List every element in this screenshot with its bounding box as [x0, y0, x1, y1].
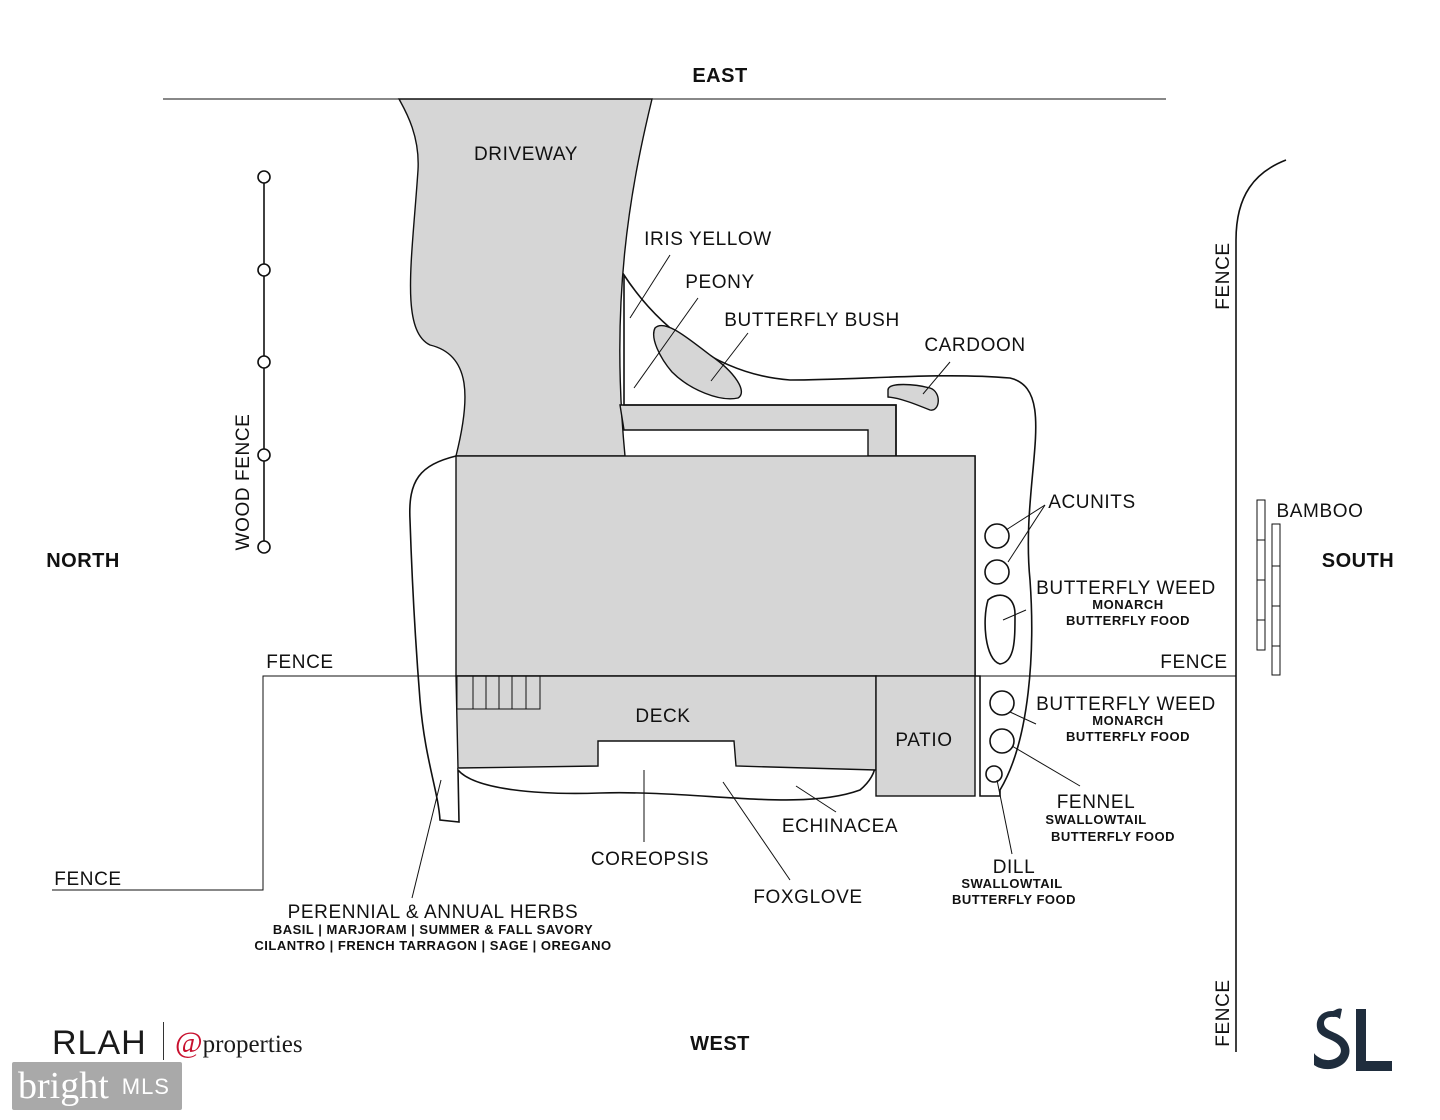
label-fence-right: FENCE: [1160, 652, 1227, 673]
patio-shape: [875, 675, 976, 797]
label-butterfly-bush: BUTTERFLY BUSH: [724, 310, 900, 331]
direction-north: NORTH: [46, 550, 120, 572]
label-patio: PATIO: [895, 730, 952, 751]
label-fence-bottom-left: FENCE: [54, 869, 121, 890]
rlah-logo: RLAH: [52, 1024, 147, 1062]
acunit-circle-1: [984, 523, 1010, 549]
at-symbol: @: [175, 1026, 203, 1059]
label-butterfly-weed-1: BUTTERFLY WEED: [1036, 578, 1216, 599]
label-foxglove: FOXGLOVE: [753, 887, 862, 908]
direction-south: SOUTH: [1322, 550, 1395, 572]
leader-lines: [411, 254, 1081, 899]
fennel-circle: [989, 728, 1015, 754]
label-fennel-sub2: BUTTERFLY FOOD: [1051, 829, 1175, 844]
sl-lion-logo-icon: [1314, 1008, 1392, 1071]
bamboo-icon: [1256, 499, 1281, 676]
peony-shape: [653, 324, 743, 400]
logo-divider: [163, 1022, 164, 1060]
label-fennel: FENNEL: [1057, 792, 1136, 813]
properties-wordmark: properties: [202, 1031, 303, 1058]
label-butterfly-weed-2-sub2: BUTTERFLY FOOD: [1066, 729, 1190, 744]
label-herbs-sub2: CILANTRO | FRENCH TARRAGON | SAGE | OREG…: [254, 938, 611, 953]
label-wood-fence: WOOD FENCE: [233, 414, 254, 551]
butterfly-weed-top-shape: [984, 594, 1016, 665]
label-bamboo: BAMBOO: [1276, 501, 1363, 522]
label-dill-sub1: SWALLOWTAIL: [961, 876, 1062, 891]
butterfly-weed-bottom-circle: [989, 690, 1015, 716]
acunit-circle-2: [984, 559, 1010, 585]
overhang-shape: [619, 404, 897, 457]
label-butterfly-weed-2: BUTTERFLY WEED: [1036, 694, 1216, 715]
label-iris-yellow: IRIS YELLOW: [644, 229, 772, 250]
label-peony: PEONY: [685, 272, 755, 293]
label-deck: DECK: [635, 706, 690, 727]
garden-bed-outline: [623, 272, 1037, 797]
direction-east: EAST: [692, 65, 747, 87]
label-herbs-sub1: BASIL | MARJORAM | SUMMER & FALL SAVORY: [273, 922, 593, 937]
label-butterfly-weed-2-sub1: MONARCH: [1092, 713, 1163, 728]
label-coreopsis: COREOPSIS: [591, 849, 709, 870]
label-butterfly-weed-1-sub2: BUTTERFLY FOOD: [1066, 613, 1190, 628]
label-fence-vertical-bottom: FENCE: [1213, 979, 1234, 1046]
label-driveway: DRIVEWAY: [474, 144, 578, 165]
mls-wordmark: MLS: [121, 1074, 170, 1099]
label-herbs: PERENNIAL & ANNUAL HERBS: [288, 902, 579, 923]
fence-line-south-vertical: [1235, 159, 1287, 1052]
label-fence-left: FENCE: [266, 652, 333, 673]
label-fennel-sub1: SWALLOWTAIL: [1045, 812, 1146, 827]
label-dill-sub2: BUTTERFLY FOOD: [952, 892, 1076, 907]
label-acunits: ACUNITS: [1048, 492, 1136, 513]
bright-wordmark: bright: [18, 1065, 109, 1107]
direction-west: WEST: [690, 1033, 750, 1055]
label-echinacea: ECHINACEA: [782, 816, 898, 837]
house-shape: [455, 455, 976, 677]
label-fence-vertical-top: FENCE: [1213, 242, 1234, 309]
dill-circle: [985, 765, 1003, 783]
label-cardoon: CARDOON: [924, 335, 1025, 356]
driveway-shape: [397, 98, 653, 457]
at-properties-logo: @properties: [175, 1026, 303, 1060]
label-dill: DILL: [993, 857, 1036, 878]
wood-fence: [257, 170, 271, 554]
bright-mls-logo: bright MLS: [12, 1062, 182, 1110]
label-butterfly-weed-1-sub1: MONARCH: [1092, 597, 1163, 612]
fence-line-north-west: [52, 675, 1236, 891]
